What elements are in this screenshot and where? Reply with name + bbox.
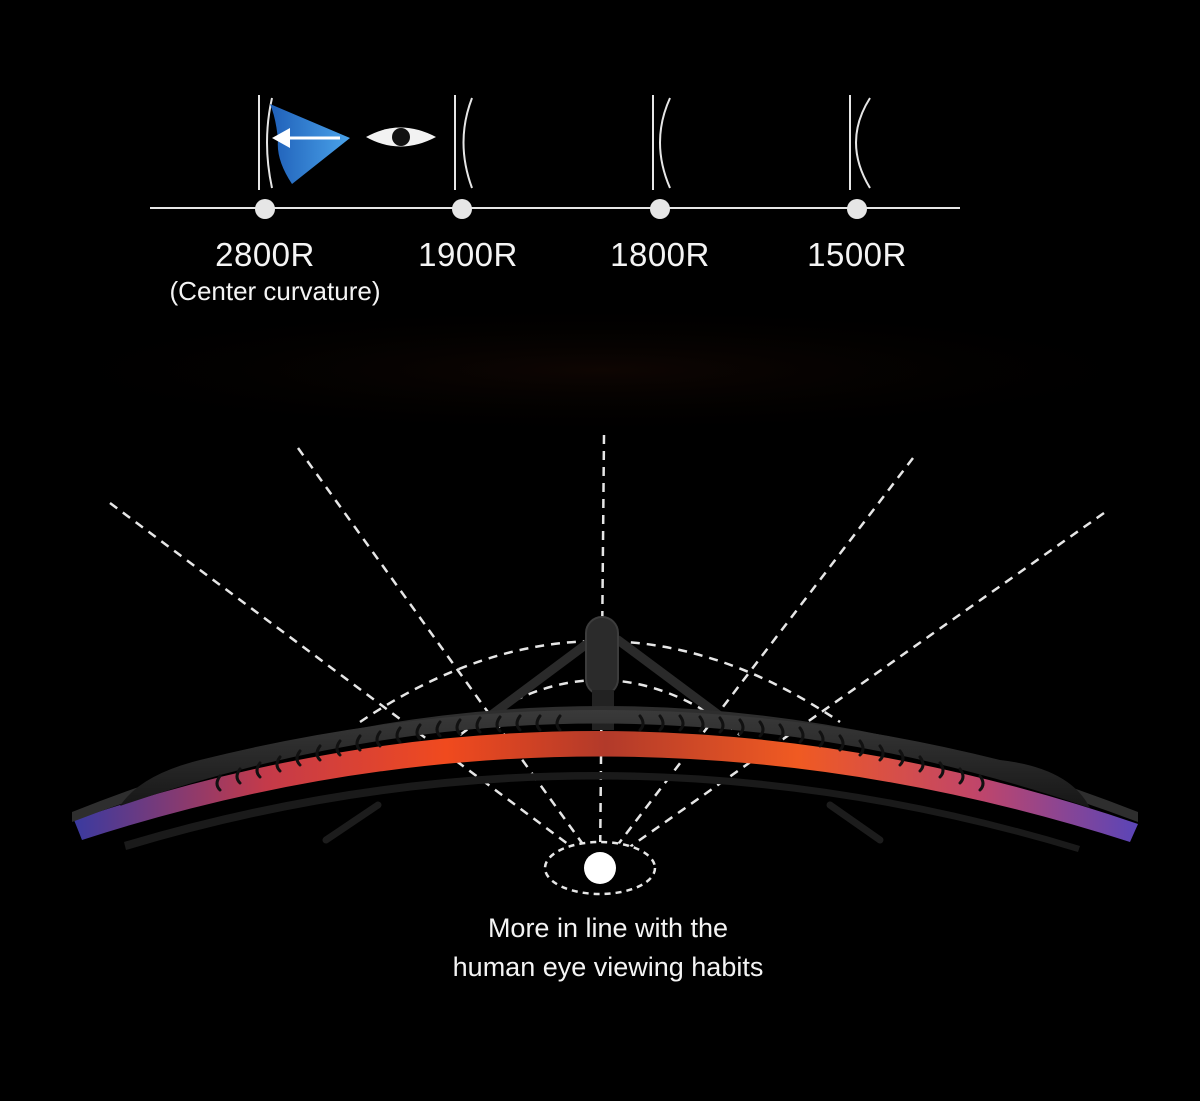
scale-dot-1800r [650,199,670,219]
scale-label-2800r: 2800R [215,236,315,273]
scale-label-1900r: 1900R [418,236,518,273]
background-haze [0,300,1200,440]
curve-mark-1500r [849,95,871,190]
scale-note-center-curvature: (Center curvature) [169,276,381,306]
curvature-scale [150,95,960,219]
scale-dot-1500r [847,199,867,219]
viewer-eye-icon [543,840,657,896]
scale-dot-1900r [452,199,472,219]
scale-label-1500r: 1500R [807,236,907,273]
scale-dot-2800r [255,199,275,219]
curve-mark-1900r [454,95,473,190]
curve-mark-2800r [258,95,273,190]
viewing-cone-icon [270,104,350,184]
scale-label-1800r: 1800R [610,236,710,273]
eye-icon [366,127,436,147]
caption-line-1: More in line with the [487,913,729,943]
curve-mark-1800r [652,95,671,190]
caption-line-2: human eye viewing habits [452,952,764,982]
monitor-illustration [72,706,1138,852]
